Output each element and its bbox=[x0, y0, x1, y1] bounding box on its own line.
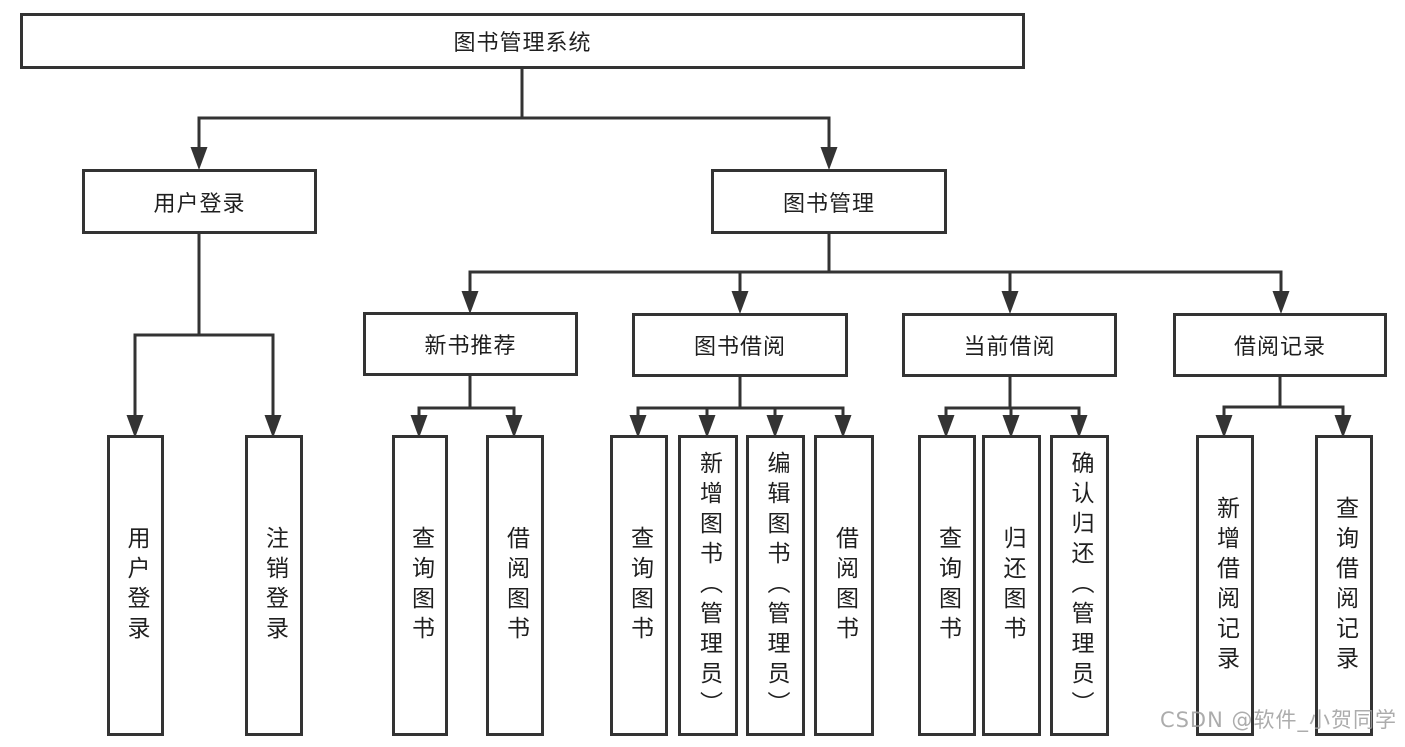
leaf-query-books-current: 查询图书 bbox=[918, 435, 976, 736]
leaf-query-books-recommend: 查询图书 bbox=[392, 435, 448, 736]
node-book-borrowing: 图书借阅 bbox=[632, 313, 848, 377]
node-book-management: 图书管理 bbox=[711, 169, 947, 234]
leaf-logout: 注销登录 bbox=[245, 435, 303, 736]
node-library-management-system: 图书管理系统 bbox=[20, 13, 1025, 69]
node-user-login: 用户登录 bbox=[82, 169, 317, 234]
leaf-add-borrow-record: 新增借阅记录 bbox=[1196, 435, 1254, 736]
leaf-return-books: 归还图书 bbox=[982, 435, 1041, 736]
leaf-user-login: 用户登录 bbox=[107, 435, 164, 736]
leaf-add-books-admin: 新增图书（管理员） bbox=[678, 435, 738, 736]
node-borrowing-records: 借阅记录 bbox=[1173, 313, 1387, 377]
leaf-query-borrow-record: 查询借阅记录 bbox=[1315, 435, 1373, 736]
leaf-query-books-borrowing: 查询图书 bbox=[610, 435, 668, 736]
node-new-book-recommendation: 新书推荐 bbox=[363, 312, 578, 376]
leaf-borrow-books: 借阅图书 bbox=[814, 435, 874, 736]
node-current-borrowing: 当前借阅 bbox=[902, 313, 1117, 377]
leaf-edit-books-admin: 编辑图书（管理员） bbox=[746, 435, 805, 736]
leaf-confirm-return-admin: 确认归还（管理员） bbox=[1050, 435, 1109, 736]
leaf-borrow-books-recommend: 借阅图书 bbox=[486, 435, 544, 736]
